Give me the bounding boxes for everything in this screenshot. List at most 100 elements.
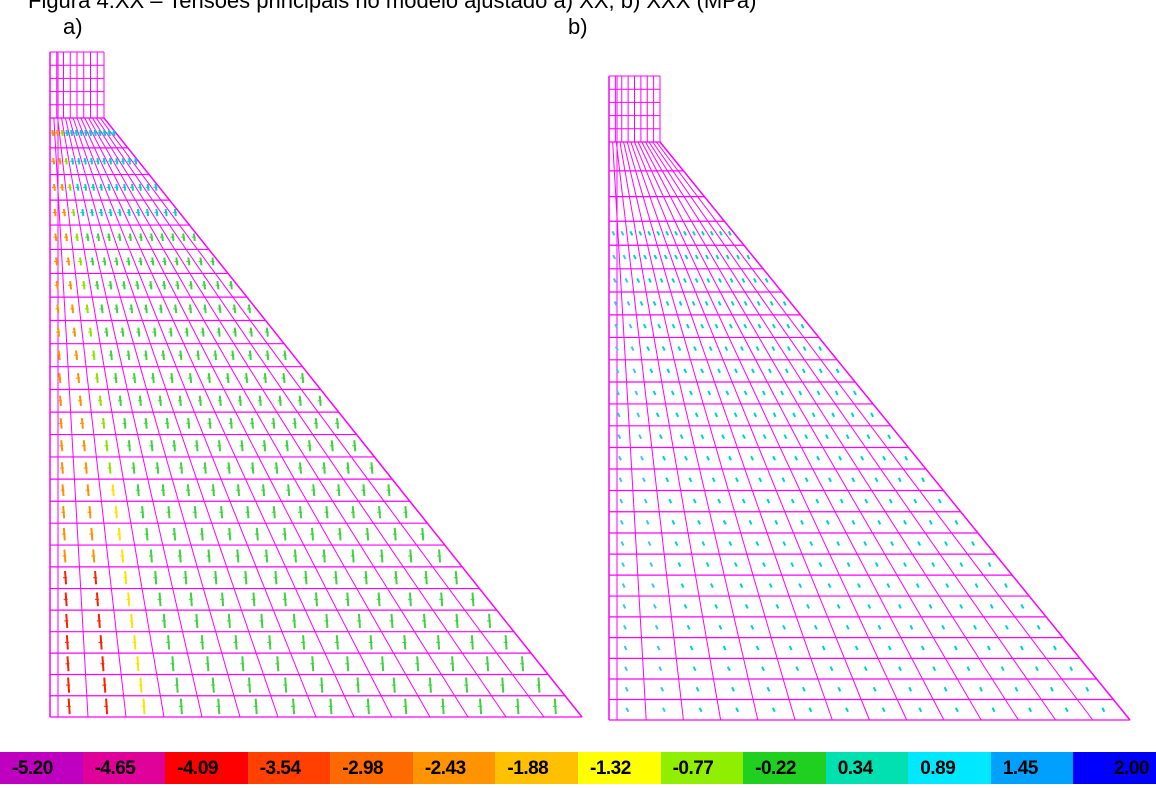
colorbar-segment	[743, 752, 827, 784]
panel-b-stress-mark	[683, 230, 687, 236]
colorbar-tick-label: -4.09	[177, 758, 218, 779]
panel-b-stress-mark	[802, 346, 807, 352]
panel-b-stress-mark	[743, 390, 748, 396]
panel-b-mesh-vline	[623, 141, 759, 721]
panel-b-stress-mark	[614, 346, 619, 352]
panel-b-stress-mark	[944, 541, 948, 546]
panel-b-stress-mark	[941, 624, 946, 630]
panel-b-stress-mark	[835, 368, 840, 374]
panel-b-stress-mark	[674, 541, 679, 546]
colorbar-tick-label: -0.22	[755, 758, 796, 779]
panel-b-stress-mark	[758, 477, 763, 483]
panel-b-stress-mark	[683, 277, 687, 283]
panel-b-stress-mark	[653, 254, 658, 260]
panel-b-stress-mark	[642, 323, 647, 329]
panel-b-stress-mark	[845, 624, 850, 630]
panel-b-stress-mark	[1004, 624, 1009, 630]
panel-b-stress-mark	[864, 498, 869, 504]
panel-b-stress-mark	[618, 477, 623, 483]
panel-b-mesh-vline	[626, 141, 796, 721]
panel-b-stress-mark	[845, 434, 850, 440]
panel-b-stress-mark	[772, 455, 776, 461]
panel-b-stress-mark	[1049, 686, 1054, 692]
colorbar-segment	[165, 752, 249, 784]
panel-b-stress-mark	[853, 390, 857, 396]
panel-b-stress-mark	[782, 300, 787, 306]
panel-b-stress-mark	[954, 707, 959, 713]
panel-b-stress-mark	[632, 254, 637, 260]
panel-b-stress-mark	[755, 645, 760, 651]
panel-b-stress-mark	[800, 323, 805, 329]
panel-b-stress-mark	[887, 434, 892, 440]
panel-b-stress-mark	[780, 390, 784, 396]
panel-b-stress-mark	[730, 300, 735, 306]
panel-b-label: b)	[568, 14, 588, 39]
panel-b-stress-mark	[666, 368, 671, 374]
panel-b-stress-mark	[688, 477, 693, 483]
panel-a-mesh-vline	[99, 117, 545, 718]
panel-b-stress-mark	[839, 498, 844, 504]
panel-b-stress-mark	[646, 346, 651, 352]
panel-b-stress-mark	[756, 300, 761, 306]
panel-b-stress-mark	[616, 390, 621, 396]
panel-b-stress-mark	[717, 498, 722, 504]
panel-a-mesh-vline	[80, 117, 355, 718]
panel-b-stress-mark	[1035, 666, 1039, 672]
panel-b-stress-mark	[691, 300, 696, 306]
panel-b-stress-mark	[781, 477, 786, 483]
panel-b-stress-mark	[1064, 707, 1069, 713]
panel-b-stress-mark	[689, 390, 693, 396]
panel-b-stress-mark	[658, 434, 663, 440]
panel-b-stress-mark	[1000, 666, 1005, 672]
panel-b-stress-mark	[705, 562, 710, 568]
panel-b-stress-mark	[616, 412, 621, 418]
panel-b-stress-mark	[704, 300, 709, 306]
panel-b-stress-mark	[621, 583, 626, 589]
colorbar-tick-label: -2.43	[424, 758, 466, 779]
panel-b-stress-mark	[979, 686, 983, 692]
colorbar-segment	[990, 752, 1075, 784]
panel-b-stress-mark	[804, 477, 809, 483]
panel-b-stress-mark	[987, 562, 992, 568]
panel-b-stress-mark	[647, 277, 652, 283]
panel-b-mesh-vline	[655, 141, 1094, 721]
panel-b-stress-mark	[834, 390, 839, 396]
panel-b-stress-mark	[825, 519, 830, 525]
panel-b-stress-mark	[714, 604, 719, 609]
panel-b-stress-mark	[887, 645, 892, 651]
panel-b-stress-mark	[1085, 686, 1090, 692]
panel-b-stress-mark	[643, 254, 648, 260]
panel-b-stress-mark	[846, 562, 851, 568]
panel-b-stress-mark	[663, 254, 668, 260]
panel-b-stress-mark	[647, 230, 652, 236]
panel-b-stress-mark	[827, 583, 832, 589]
panel-b-stress-mark	[661, 346, 666, 352]
panel-b-stress-mark	[629, 230, 634, 236]
panel-b-stress-mark	[709, 230, 714, 236]
panel-b-stress-mark	[692, 498, 697, 504]
panel-b-stress-mark	[677, 562, 682, 568]
panel-b-stress-mark	[640, 455, 644, 461]
panel-b-stress-mark	[1004, 583, 1008, 589]
panel-b-stress-mark	[636, 412, 641, 418]
panel-b-stress-mark	[798, 583, 803, 589]
panel-b-mesh-vline	[630, 141, 833, 721]
panel-b-stress-mark	[671, 519, 676, 525]
panel-a-mesh-vline	[84, 117, 393, 718]
panel-b-stress-mark	[708, 346, 713, 352]
panel-a-mesh-vline	[72, 117, 279, 718]
panel-a-mesh-vline	[61, 117, 165, 718]
panel-b-stress-mark	[743, 323, 748, 329]
panel-b-stress-mark	[612, 277, 617, 283]
panel-b-stress-mark	[775, 604, 780, 609]
panel-b-stress-mark	[774, 519, 779, 525]
panel-b-stress-mark	[612, 254, 617, 260]
panel-b-stress-mark	[748, 519, 753, 525]
panel-b-stress-mark	[726, 666, 731, 672]
panel-b-stress-mark	[766, 686, 771, 692]
panel-b-stress-mark	[753, 277, 757, 283]
panel-b-stress-mark	[615, 368, 620, 374]
panel-b-stress-mark	[728, 323, 733, 329]
colorbar-segment	[578, 752, 662, 784]
panel-b-stress-mark	[825, 434, 829, 440]
